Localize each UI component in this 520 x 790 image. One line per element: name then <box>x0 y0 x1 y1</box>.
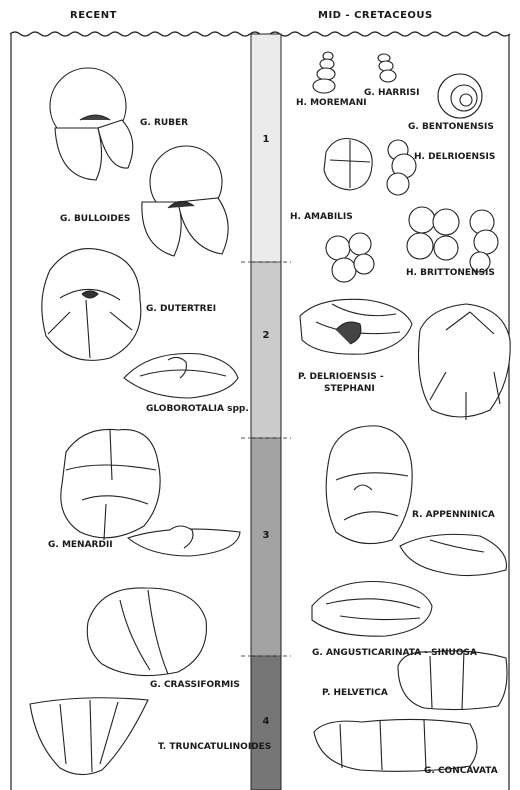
g-bulloides-illustration <box>142 146 228 256</box>
label-h-brittonensis: H. BRITTONENSIS <box>406 268 495 279</box>
label-globorotalia: GLOBOROTALIA spp. <box>146 404 249 415</box>
g-dutertrei-illustration <box>42 249 141 361</box>
t-truncatulinoides-illustration <box>30 698 148 775</box>
zone-4-number: 4 <box>256 716 276 727</box>
h-delrioensis-illustration <box>324 139 416 196</box>
globorotalia-illustration <box>124 354 238 399</box>
g-angusticarinata-illustration <box>312 582 432 637</box>
p-helvetica-illustration <box>398 650 507 710</box>
label-h-moremani: H. MOREMANI <box>296 98 367 109</box>
p-delrioensis-illustration <box>300 299 510 420</box>
label-h-amabilis: H. AMABILIS <box>290 212 353 223</box>
h-moremani-illustration <box>313 52 335 93</box>
zone-3-band <box>251 438 281 656</box>
g-menardii-illustration <box>61 429 240 556</box>
mid-cretaceous-header: MID - CRETACEOUS <box>318 10 433 21</box>
label-g-bentonensis: G. BENTONENSIS <box>408 122 494 133</box>
label-g-bulloides: G. BULLOIDES <box>60 214 130 225</box>
label-h-delrioensis: H. DELRIOENSIS <box>414 152 495 163</box>
label-g-harrisi: G. HARRISI <box>364 88 419 99</box>
label-t-truncatulinoides: T. TRUNCATULINOIDES <box>158 742 271 753</box>
zone-1-band <box>251 34 281 262</box>
h-amabilis-illustration <box>326 233 374 282</box>
label-r-appenninica: R. APPENNINICA <box>412 510 495 521</box>
label-g-crassiformis: G. CRASSIFORMIS <box>150 680 240 691</box>
label-g-menardii: G. MENARDII <box>48 540 113 551</box>
label-g-angusticarinata: G. ANGUSTICARINATA - SINUOSA <box>312 648 477 659</box>
label-g-ruber: G. RUBER <box>140 118 188 129</box>
zone-2-band <box>251 262 281 438</box>
g-harrisi-illustration <box>378 54 396 82</box>
label-g-dutertrei: G. DUTERTREI <box>146 304 216 315</box>
g-bentonensis-illustration <box>438 74 482 118</box>
label-stephani: STEPHANI <box>324 384 375 395</box>
recent-header: RECENT <box>70 10 117 21</box>
zone-2-number: 2 <box>256 330 276 341</box>
g-ruber-illustration <box>50 68 133 180</box>
label-g-concavata: G. CONCAVATA <box>424 766 498 777</box>
zone-3-number: 3 <box>256 530 276 541</box>
h-brittonensis-illustration <box>407 207 498 272</box>
r-appenninica-illustration <box>326 426 506 576</box>
zone-1-number: 1 <box>256 134 276 145</box>
label-p-helvetica: P. HELVETICA <box>322 688 388 699</box>
recent-illustrations <box>30 68 240 775</box>
g-crassiformis-illustration <box>87 588 206 676</box>
label-p-delrioensis: P. DELRIOENSIS - <box>298 372 384 383</box>
g-concavata-illustration <box>314 719 477 771</box>
